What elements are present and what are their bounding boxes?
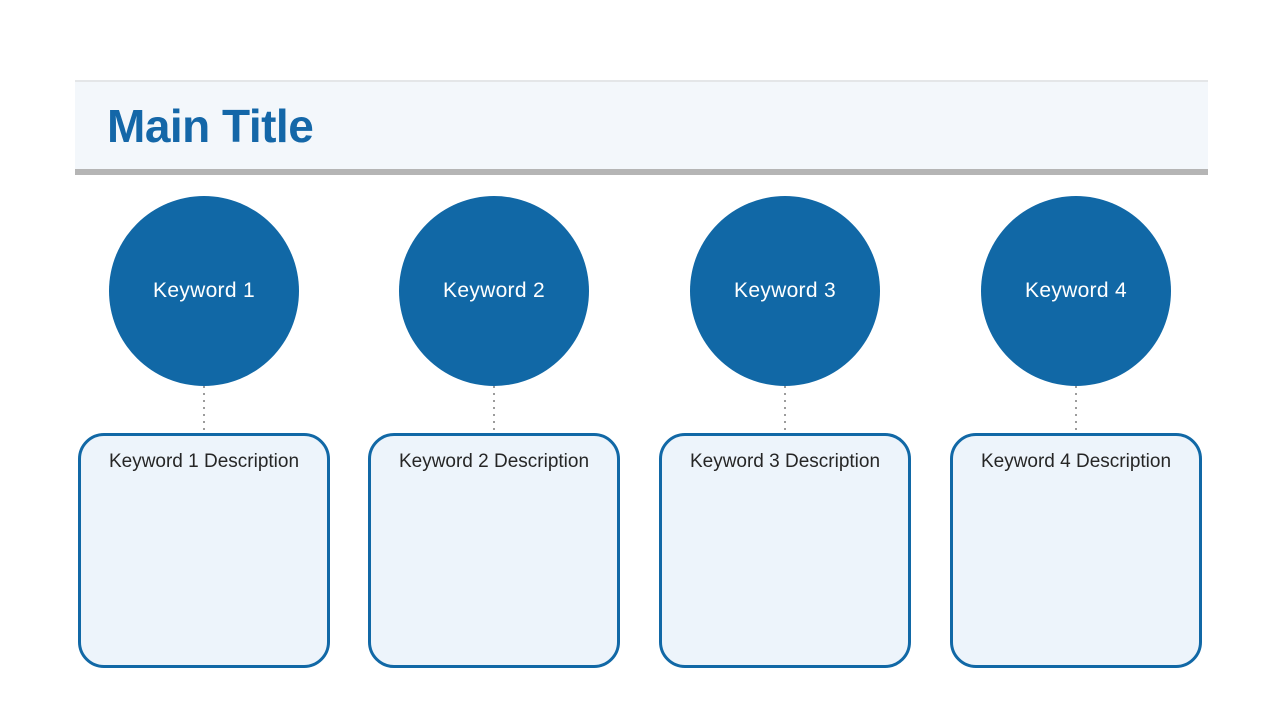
description-label: Keyword 3 Description: [689, 451, 881, 472]
main-title: Main Title: [107, 99, 314, 152]
dotted-connector: [1075, 386, 1077, 433]
keyword-circle-1: Keyword 1: [109, 196, 299, 386]
keyword-label: Keyword 3: [734, 279, 836, 302]
description-label: Keyword 2 Description: [398, 451, 590, 472]
description-box-3: Keyword 3 Description: [659, 433, 911, 668]
keyword-label: Keyword 1: [153, 279, 255, 302]
description-label: Keyword 1 Description: [108, 451, 300, 472]
keyword-column-1: Keyword 1 Keyword 1 Description: [78, 196, 330, 668]
keyword-column-4: Keyword 4 Keyword 4 Description: [950, 196, 1202, 668]
keyword-label: Keyword 2: [443, 279, 545, 302]
keyword-circle-3: Keyword 3: [690, 196, 880, 386]
dotted-connector: [493, 386, 495, 433]
keyword-column-3: Keyword 3 Keyword 3 Description: [659, 196, 911, 668]
keyword-label: Keyword 4: [1025, 279, 1127, 302]
keyword-circle-4: Keyword 4: [981, 196, 1171, 386]
description-box-4: Keyword 4 Description: [950, 433, 1202, 668]
dotted-connector: [203, 386, 205, 433]
title-band: Main Title: [75, 80, 1208, 175]
description-box-2: Keyword 2 Description: [368, 433, 620, 668]
description-box-1: Keyword 1 Description: [78, 433, 330, 668]
keyword-circle-2: Keyword 2: [399, 196, 589, 386]
description-label: Keyword 4 Description: [980, 451, 1172, 472]
dotted-connector: [784, 386, 786, 433]
keyword-column-2: Keyword 2 Keyword 2 Description: [368, 196, 620, 668]
